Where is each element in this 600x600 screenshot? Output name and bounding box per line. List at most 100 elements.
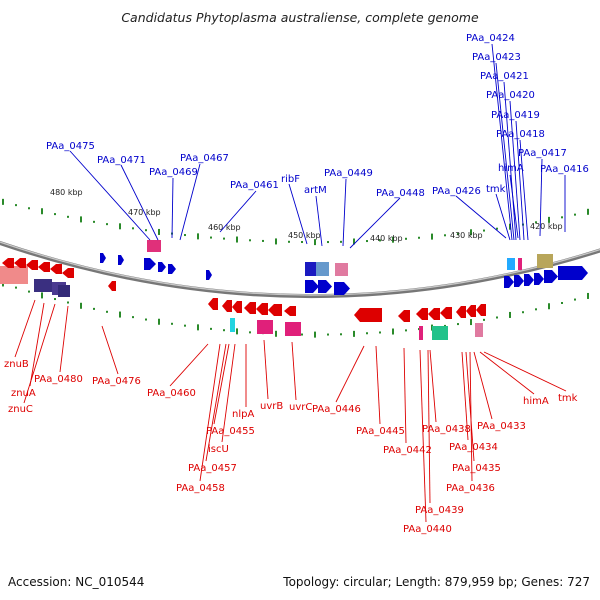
tick-inner (457, 323, 459, 326)
tick-inner (184, 324, 186, 327)
gene-label-paa-0469: PAa_0469 (149, 167, 198, 178)
tick-outer (366, 240, 368, 243)
reverse-gene-arrow (284, 306, 296, 316)
leader-line (473, 351, 493, 420)
gene-label-paa-0457: PAa_0457 (188, 463, 237, 474)
tick-outer (340, 240, 342, 243)
tick-outer (106, 223, 108, 226)
forward-gene-arrow (558, 266, 588, 280)
leader-line (419, 349, 427, 523)
reverse-gene-arrow (38, 262, 50, 272)
leader-line (59, 305, 69, 373)
reverse-gene-arrow (440, 307, 452, 319)
gene-label-hima-reverse: himA (523, 396, 549, 407)
gene-feature-box (432, 326, 448, 340)
gene-label-paa-0449: PAa_0449 (324, 168, 373, 179)
leader-line (120, 164, 159, 241)
gene-label-paa-0420: PAa_0420 (486, 90, 535, 101)
leader-line (519, 139, 529, 241)
gene-feature-box (507, 258, 515, 270)
forward-gene-arrow (524, 274, 534, 286)
tick-outer (262, 239, 264, 242)
tick-outer (327, 241, 329, 244)
gene-label-artm: artM (304, 185, 327, 196)
gene-label-paa-0417: PAa_0417 (518, 148, 567, 159)
tick-outer (587, 208, 589, 215)
tick-inner (54, 298, 56, 301)
tick-outer (41, 208, 43, 215)
gene-label-paa-0419: PAa_0419 (491, 110, 540, 121)
forward-gene-arrow (158, 262, 166, 272)
genome-backbone (0, 240, 600, 298)
tick-inner (236, 328, 238, 335)
tick-inner (197, 324, 199, 331)
tick-outer (158, 228, 160, 235)
leader-line (69, 150, 151, 241)
tick-outer (314, 239, 316, 246)
tick-outer (574, 213, 576, 216)
reverse-gene-arrow (466, 305, 476, 317)
tick-inner (548, 303, 550, 310)
tick-inner (106, 310, 108, 313)
leader-line (29, 302, 45, 387)
forward-gene-arrow (334, 282, 350, 295)
tick-outer (28, 207, 30, 210)
tick-inner (366, 332, 368, 335)
gene-label-paa-0433: PAa_0433 (477, 421, 526, 432)
tick-inner (158, 318, 160, 325)
leader-line (221, 343, 236, 443)
tick-outer (2, 198, 4, 205)
forward-gene-arrow (514, 275, 524, 287)
reverse-gene-arrow (50, 264, 62, 274)
znu-feature-box (34, 279, 52, 292)
tick-outer (288, 240, 290, 243)
gene-label-paa-0461: PAa_0461 (230, 180, 279, 191)
reverse-gene-arrow (62, 268, 74, 278)
tick-outer (470, 229, 472, 236)
tick-outer (184, 234, 186, 237)
tick-outer (132, 227, 134, 230)
leader-line (495, 193, 511, 241)
leader-line (465, 351, 475, 462)
leader-line (315, 195, 323, 247)
gene-label-paa-0475: PAa_0475 (46, 141, 95, 152)
leader-line (349, 197, 401, 249)
tick-inner (561, 301, 563, 304)
tick-outer (67, 215, 69, 218)
leader-line (429, 349, 437, 423)
tick-outer (496, 227, 498, 230)
gene-label-paa-0434: PAa_0434 (449, 442, 498, 453)
gene-label-paa-0421: PAa_0421 (480, 71, 529, 82)
tick-outer (509, 223, 511, 230)
gene-label-paa-0416: PAa_0416 (540, 164, 589, 175)
gene-label-tmk-reverse: tmk (558, 393, 578, 404)
tick-outer (275, 238, 277, 245)
leader-line (169, 343, 209, 387)
leader-line (335, 345, 365, 403)
forward-gene-arrow (318, 280, 332, 293)
kbp-label-480: 480 kbp (50, 188, 83, 197)
tick-outer (119, 223, 121, 230)
reverse-gene-arrow (222, 300, 232, 312)
tick-inner (327, 333, 329, 336)
leader-line (455, 195, 507, 239)
tick-inner (210, 327, 212, 330)
leader-line (479, 351, 535, 395)
reverse-gene-arrow (456, 306, 466, 318)
gene-label-paa-0471: PAa_0471 (97, 155, 146, 166)
leader-line (23, 303, 56, 404)
tick-outer (457, 232, 459, 235)
gene-label-uvrb: uvrB (260, 401, 283, 412)
tick-outer (145, 229, 147, 232)
tick-inner (509, 311, 511, 318)
gene-feature-box (316, 262, 329, 276)
forward-gene-arrow (206, 270, 212, 280)
reverse-gene-arrow (354, 308, 382, 322)
tick-inner (340, 333, 342, 336)
tick-outer (483, 229, 485, 232)
tick-inner (171, 322, 173, 325)
gene-label-paa-0426: PAa_0426 (432, 186, 481, 197)
tick-inner (28, 290, 30, 293)
tick-outer (418, 236, 420, 239)
